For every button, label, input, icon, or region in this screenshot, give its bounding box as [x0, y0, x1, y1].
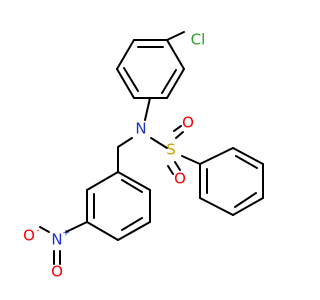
nitrophenyl-ring	[86, 171, 151, 241]
bond	[166, 31, 185, 41]
sulfur-label: S	[166, 141, 176, 159]
bond	[123, 67, 139, 92]
structure-diagram: Cl N S O O N + O - O	[23, 31, 264, 281]
bond	[121, 179, 143, 193]
chlorine-label: Cl	[191, 31, 206, 49]
bond	[199, 197, 234, 216]
nitro-oxygen-left-label: O	[23, 227, 35, 245]
bond	[173, 125, 182, 132]
nitro-nitrogen-charge: +	[62, 229, 70, 239]
bond	[144, 97, 151, 121]
bond	[161, 69, 177, 94]
bond	[174, 161, 181, 171]
bond	[116, 39, 135, 70]
sulfonyl-oxygen-bottom-label: O	[174, 170, 186, 188]
bond	[121, 217, 143, 231]
bond	[234, 192, 257, 208]
phenyl-ring	[199, 147, 264, 216]
bond	[235, 155, 258, 169]
bond	[232, 197, 264, 216]
nitro-nitrogen-label: N	[51, 231, 62, 249]
bond	[150, 137, 168, 149]
bond	[116, 68, 135, 99]
chlorophenyl-ring	[116, 39, 185, 99]
bond	[166, 39, 185, 70]
bond	[175, 131, 184, 139]
bond	[86, 221, 119, 241]
bond	[181, 155, 201, 165]
bond	[117, 221, 151, 241]
bond	[117, 137, 133, 148]
bond	[166, 68, 185, 99]
nitro-oxygen-charge: -	[36, 226, 39, 236]
sulfonyl-oxygen-top-label: O	[182, 114, 194, 132]
bond	[167, 165, 174, 175]
bond	[232, 147, 264, 165]
bond	[199, 147, 234, 165]
amine-nitrogen-label: N	[135, 120, 146, 138]
bond	[86, 171, 119, 191]
bond	[39, 226, 50, 233]
nitro-oxygen-bottom-label: O	[51, 263, 63, 281]
molecule-canvas: Cl N S O O N + O - O	[23, 30, 264, 281]
bond	[117, 171, 151, 191]
bond	[65, 221, 88, 233]
